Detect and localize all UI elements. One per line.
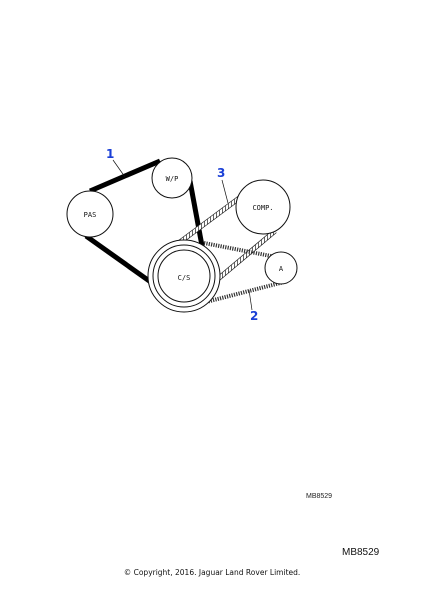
belt-3-lower-fill	[210, 229, 277, 286]
pulley-comp: COMP.	[235, 179, 291, 235]
belt-3	[174, 193, 277, 286]
callout-3: 3	[217, 166, 225, 180]
pulley-cs-label: C/S	[178, 274, 191, 282]
pulley-cs: C/S	[147, 239, 221, 313]
pulley-cs-inner-ring	[157, 249, 211, 303]
pulley-a: A	[264, 251, 298, 285]
leader-line-2	[248, 289, 253, 311]
leader-line-1	[112, 159, 126, 178]
belt-3-upper-fill	[174, 194, 244, 247]
copyright-notice: © Copyright, 2016. Jaguar Land Rover Lim…	[123, 568, 301, 577]
reference-code-small: MB8529	[306, 493, 333, 500]
callout-1: 1	[106, 147, 114, 161]
belt-1-pas-wp	[89, 158, 161, 194]
leader-line-3	[221, 179, 229, 204]
pulley-comp-label: COMP.	[252, 204, 273, 212]
pulley-wp-label: W/P	[166, 175, 179, 183]
pulley-pas: PAS	[66, 190, 114, 238]
pulley-a-label: A	[279, 265, 284, 273]
belt-2-upper	[203, 241, 277, 259]
pulley-cs-middle-ring	[152, 244, 216, 308]
pulley-wp: W/P	[151, 157, 193, 199]
callout-2: 2	[250, 309, 258, 323]
belt-2	[203, 241, 285, 304]
pulley-pas-label: PAS	[84, 211, 97, 219]
reference-code-large: MB8529	[342, 547, 380, 558]
